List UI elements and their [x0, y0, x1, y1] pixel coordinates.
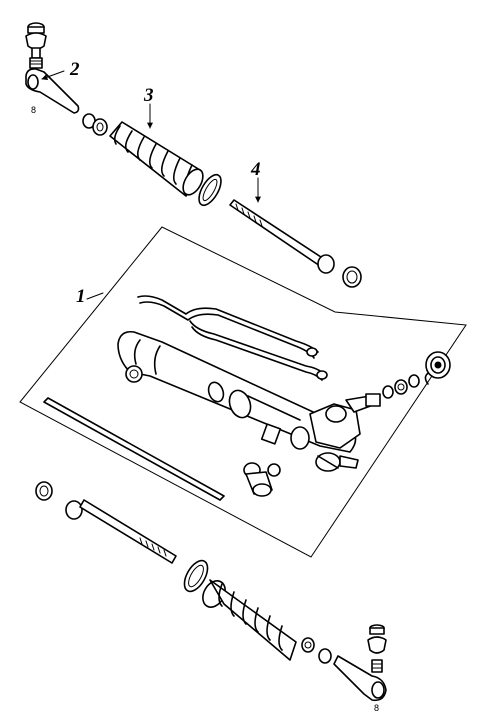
hydraulic-lines [137, 295, 328, 381]
rack-housing [117, 330, 357, 453]
pinion-seals [382, 371, 431, 399]
valve-body [309, 393, 381, 472]
callout-1: 1 [76, 286, 86, 307]
leader-line-1 [86, 292, 104, 300]
callout-4: 4 [251, 159, 261, 180]
top-inner-tie-rod [229, 199, 362, 288]
bottom-boot-clamp [183, 559, 209, 593]
mount-bushing [425, 351, 451, 379]
top-boot-clamp [198, 173, 222, 207]
top-outer-tie-rod-end [25, 22, 80, 114]
bottom-tie-rod-mark: 8 [374, 703, 380, 713]
callout-3: 3 [144, 85, 154, 106]
rack-bar [43, 397, 225, 501]
top-tie-rod-mark: 8 [31, 105, 37, 115]
bottom-rack-boot [202, 579, 297, 661]
callout-2: 2 [70, 59, 80, 80]
bottom-inner-tie-rod [35, 481, 177, 564]
bottom-outer-tie-rod-end [333, 624, 387, 702]
assembly-boundary [19, 226, 467, 558]
top-jam-nut [82, 113, 108, 136]
housing-small-boots [243, 462, 281, 497]
top-rack-boot [109, 121, 204, 197]
bottom-jam-nut [301, 637, 332, 664]
leader-arrow-2 [41, 70, 65, 80]
